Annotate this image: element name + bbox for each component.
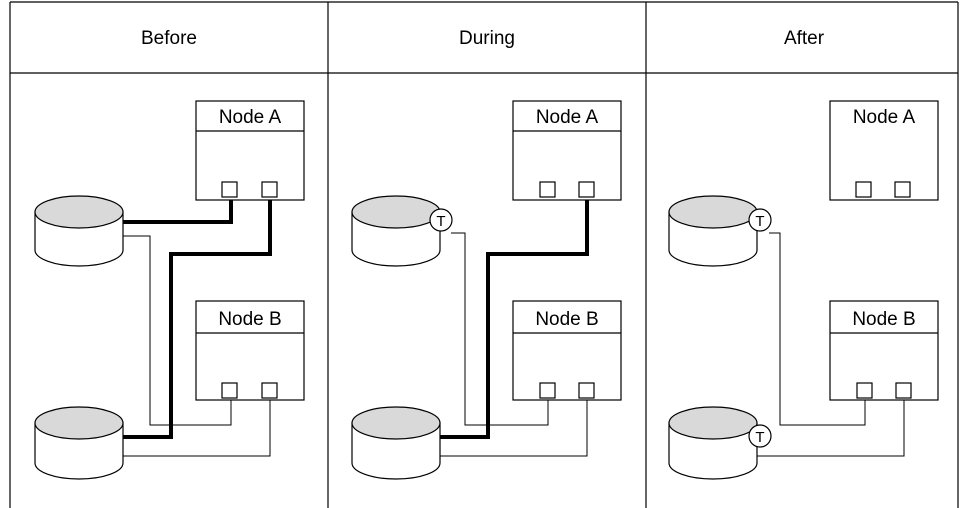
- node-b-label: Node B: [852, 309, 915, 330]
- node-a-label: Node A: [219, 107, 282, 128]
- node-b: Node B: [512, 300, 622, 401]
- port: [894, 181, 911, 198]
- port: [855, 181, 872, 198]
- terminator-label: T: [436, 213, 445, 230]
- node-b: Node B: [195, 300, 305, 401]
- disk-icon: [34, 195, 124, 267]
- port: [221, 181, 238, 198]
- cable-thick: [123, 198, 272, 439]
- cable-thin: [123, 235, 232, 426]
- node-b-label: Node B: [535, 309, 598, 330]
- panel-after: Node A Node B T T: [668, 100, 939, 480]
- cable-thin: [440, 400, 588, 457]
- cable-thick: [123, 198, 233, 224]
- terminator-icon: T: [748, 424, 772, 448]
- port: [221, 382, 238, 399]
- node-b: Node B: [829, 300, 939, 401]
- disk-icon: [351, 195, 441, 267]
- cable-thin: [123, 400, 271, 457]
- port: [578, 181, 595, 198]
- port: [539, 181, 556, 198]
- disk-icon: [34, 406, 124, 480]
- port: [578, 382, 595, 399]
- table-grid: [9, 1, 959, 508]
- terminator-icon: T: [429, 208, 453, 232]
- port: [539, 382, 556, 399]
- header-after: After: [784, 28, 825, 49]
- node-a: Node A: [512, 100, 622, 201]
- cable-thin: [757, 400, 905, 457]
- panel-before: Node A Node B: [34, 100, 305, 480]
- node-b-label: Node B: [218, 309, 281, 330]
- node-a-label: Node A: [536, 107, 599, 128]
- terminator-label: T: [755, 213, 764, 230]
- port: [895, 382, 912, 399]
- header-before: Before: [141, 28, 197, 49]
- disk-icon: [668, 406, 758, 480]
- node-a: Node A: [829, 100, 939, 201]
- panel-during: Node A Node B T: [351, 100, 622, 480]
- port: [856, 382, 873, 399]
- cable-thin: [451, 232, 549, 426]
- cable-thin: [769, 232, 866, 426]
- cable-thick: [440, 198, 589, 439]
- node-a-label: Node A: [853, 107, 916, 128]
- disk-icon: [668, 195, 758, 267]
- node-a: Node A: [195, 100, 305, 201]
- disk-icon: [351, 406, 441, 480]
- header-during: During: [459, 28, 515, 49]
- terminator-label: T: [755, 429, 764, 446]
- port: [261, 181, 278, 198]
- terminator-icon: T: [748, 208, 772, 232]
- port: [261, 382, 278, 399]
